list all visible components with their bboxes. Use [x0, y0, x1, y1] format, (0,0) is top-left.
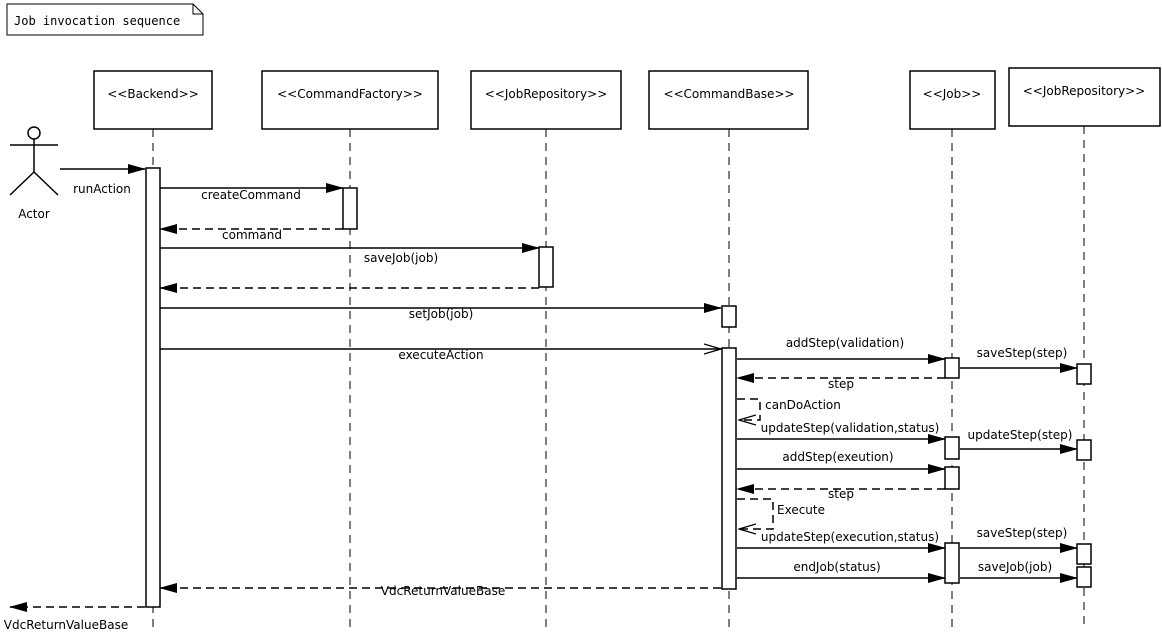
participant-box [93, 70, 213, 130]
actor-label: Actor [18, 207, 50, 221]
message-step: step [736, 484, 945, 501]
message-label: VdcReturnValueBase [381, 584, 505, 598]
participant-label: <<CommandBase>> [663, 87, 794, 101]
participant-box [909, 70, 996, 130]
message-addstep-validation: addStep(validation) [737, 336, 946, 364]
message-candoaction: canDoAction [737, 398, 841, 420]
message-label: addStep(validation) [786, 336, 904, 350]
participant-box [648, 70, 809, 130]
message-label: step [828, 487, 854, 501]
message-endjob-status: endJob(status) [737, 560, 946, 583]
message-addstep-exeution: addStep(exeution) [737, 450, 946, 474]
message-execute: Execute [737, 498, 825, 529]
activation-bar [721, 347, 737, 590]
message-label: saveStep(step) [977, 346, 1068, 360]
participant-box [470, 70, 622, 130]
message-label: saveJob(job) [364, 251, 438, 265]
message-runaction: runAction [60, 164, 146, 196]
message-savestep-step: saveStep(step) [960, 346, 1078, 373]
message-label: endJob(status) [793, 560, 880, 574]
activation-bar [1076, 543, 1092, 565]
participant-backend: <<Backend>> [93, 70, 213, 630]
message-label: runAction [73, 182, 131, 196]
message-label: executeAction [398, 348, 483, 362]
message-vdcreturnvaluebase: VdcReturnValueBase [159, 583, 721, 598]
participant-box [261, 70, 439, 130]
self-call-arrow [737, 398, 761, 420]
participant-job: <<Job>> [909, 70, 996, 630]
activation-bar [1076, 363, 1092, 385]
participant-label: <<Backend>> [107, 87, 199, 101]
participant-jobRepository2: <<JobRepository>> [1008, 67, 1161, 630]
message-label: saveJob(job) [978, 560, 1052, 574]
message-label: Execute [777, 503, 825, 517]
message-label: updateStep(validation,status) [761, 421, 940, 435]
participant-label: <<JobRepository>> [1023, 84, 1146, 98]
activation-bar [1076, 566, 1092, 588]
activation-bar [721, 305, 737, 328]
message-vdcreturnvaluebase: VdcReturnValueBase [4, 602, 145, 632]
message-updatestep-step: updateStep(step) [960, 428, 1078, 454]
participant-box [1008, 67, 1161, 127]
note-title: Job invocation sequence [14, 14, 180, 28]
participant-label: <<CommandFactory>> [277, 87, 423, 101]
message-savejob-job: saveJob(job) [160, 243, 540, 265]
message-savestep-step: saveStep(step) [960, 526, 1078, 553]
message-label: command [222, 228, 282, 242]
activation-bar [944, 357, 960, 379]
message-label: updateStep(execution,status) [761, 530, 939, 544]
activation-bar [944, 466, 960, 490]
message-savejob-job: saveJob(job) [960, 560, 1078, 583]
participant-label: <<JobRepository>> [485, 87, 608, 101]
self-call-arrow [737, 498, 774, 529]
message-updatestep-execution-status: updateStep(execution,status) [737, 530, 946, 553]
message-label: saveStep(step) [977, 526, 1068, 540]
actor: Actor [9, 126, 59, 221]
message-executeaction: executeAction [160, 348, 721, 362]
activation-bar [944, 542, 960, 584]
message-label: step [828, 377, 854, 391]
message-label: updateStep(step) [968, 428, 1073, 442]
participant-jobRepository: <<JobRepository>> [470, 70, 622, 630]
activation-bar [342, 187, 358, 230]
message-updatestep-validation-status: updateStep(validation,status) [737, 421, 946, 444]
participant-label: <<Job>> [923, 87, 982, 101]
participant-commandFactory: <<CommandFactory>> [261, 70, 439, 630]
participant-commandBase: <<CommandBase>> [648, 70, 809, 630]
message-step: step [736, 373, 945, 391]
activation-bar [538, 246, 554, 288]
title-note: Job invocation sequence [6, 3, 204, 36]
message-label: addStep(exeution) [782, 450, 893, 464]
message-createcommand: createCommand [160, 183, 344, 202]
message-command: command [159, 224, 343, 242]
activation-bar [1076, 439, 1092, 461]
activation-bar [145, 167, 161, 608]
message-setjob-job: setJob(job) [160, 303, 722, 321]
message-label: createCommand [201, 188, 301, 202]
message-label: setJob(job) [409, 307, 474, 321]
activation-bar [944, 436, 960, 460]
message-label: VdcReturnValueBase [4, 618, 128, 632]
message-label: canDoAction [765, 398, 841, 412]
